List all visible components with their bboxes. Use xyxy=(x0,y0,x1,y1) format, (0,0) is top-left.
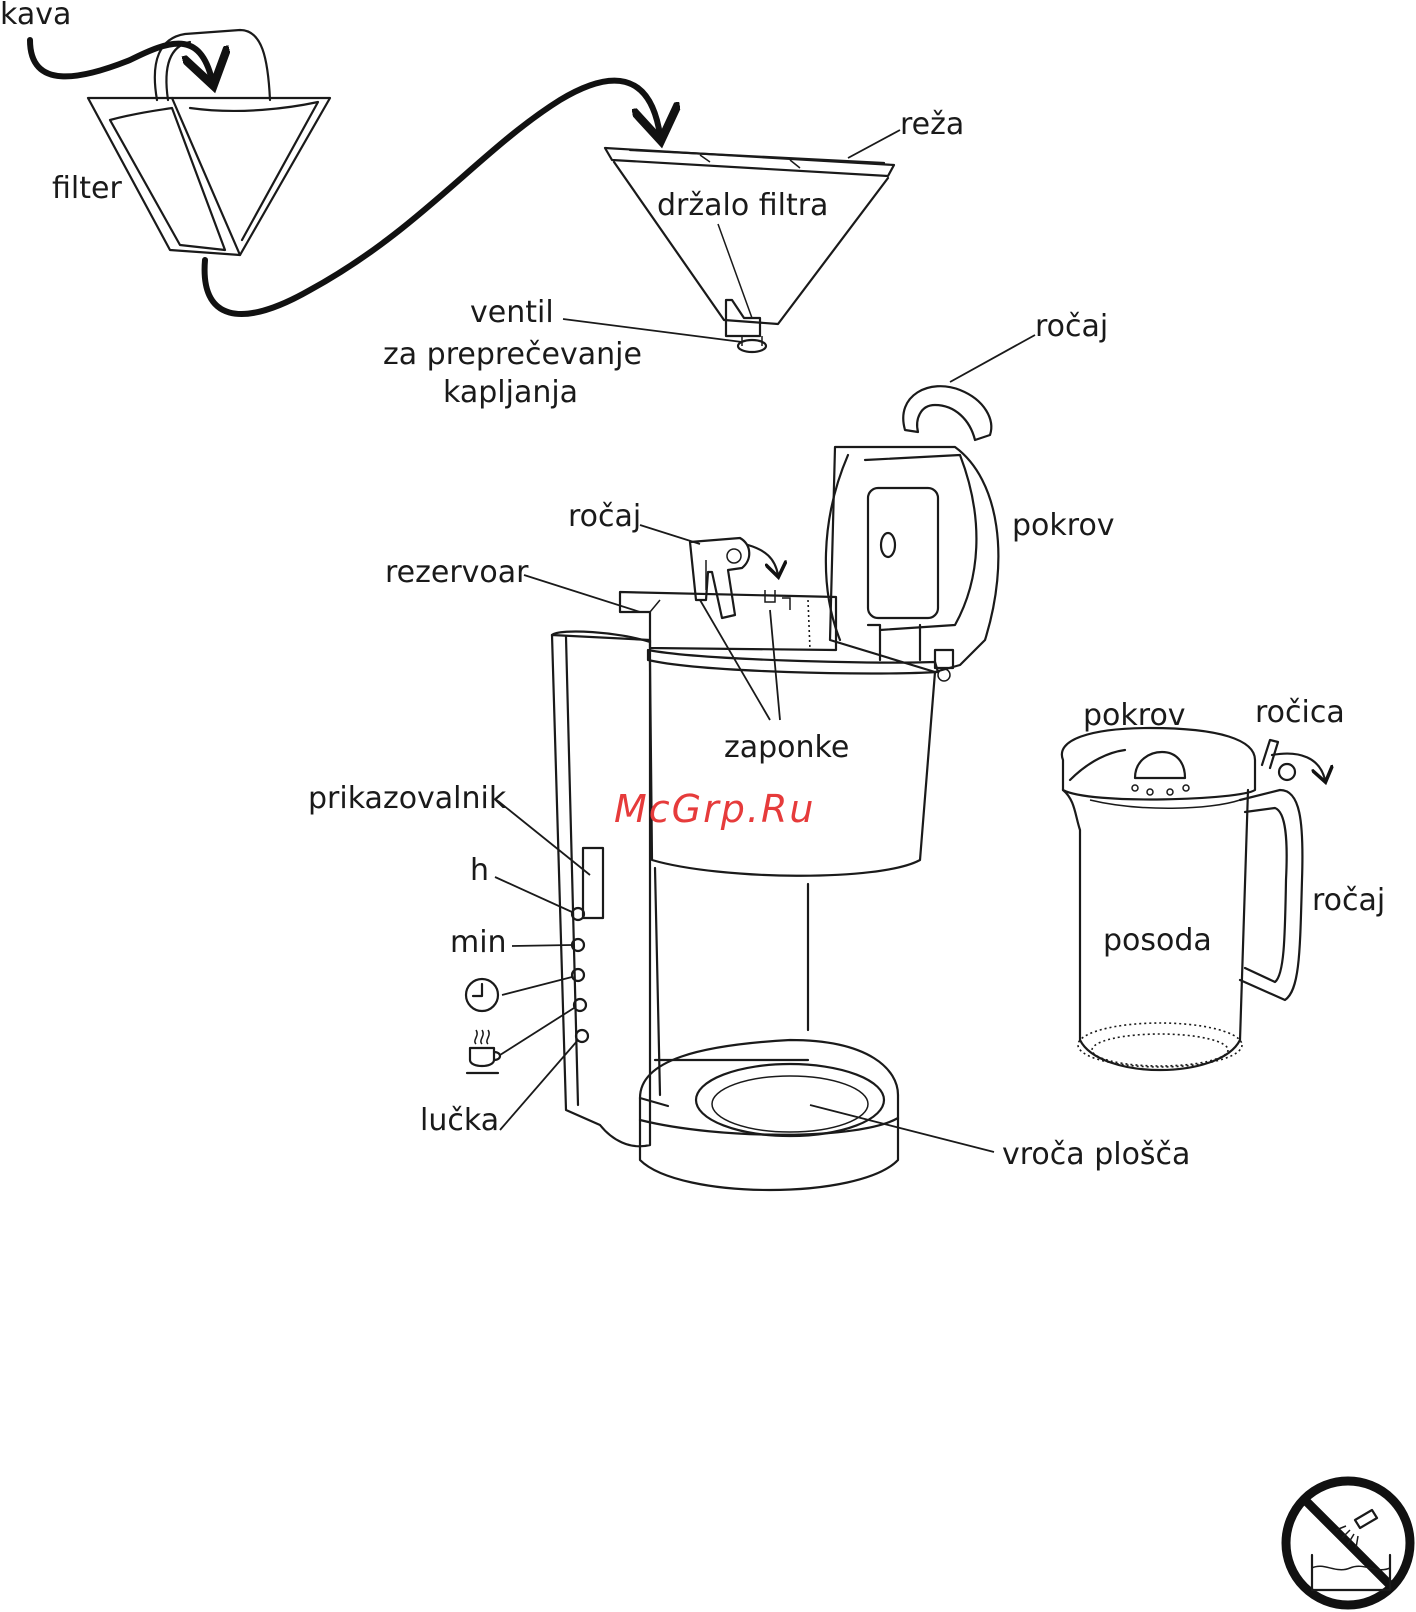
label-pokrov-machine: pokrov xyxy=(1012,508,1115,543)
label-h: h xyxy=(470,853,489,888)
label-filter: filter xyxy=(52,171,122,206)
label-reza: reža xyxy=(900,107,964,142)
label-pokrov-jug: pokrov xyxy=(1083,698,1186,733)
label-min: min xyxy=(450,925,507,960)
label-ventil-1: ventil xyxy=(470,295,554,330)
label-vroca-plosca: vroča plošča xyxy=(1002,1137,1190,1172)
no-dishwasher-icon xyxy=(1286,1481,1410,1605)
label-lucka: lučka xyxy=(420,1103,499,1138)
label-drzalo-filtra: držalo filtra xyxy=(657,188,828,223)
label-rocaj-switch: ročaj xyxy=(568,499,641,534)
watermark: McGrp.Ru xyxy=(614,787,815,831)
label-rocaj-lid: ročaj xyxy=(1035,309,1108,344)
label-rocica: ročica xyxy=(1255,695,1345,730)
filter-holder xyxy=(605,148,894,352)
label-ventil-2: za preprečevanje xyxy=(383,337,642,372)
label-kava: kava xyxy=(0,0,71,32)
clock-icon xyxy=(466,979,498,1011)
insertion-arrow xyxy=(30,40,660,314)
display-panel xyxy=(583,848,603,918)
label-rezervoar: rezervoar xyxy=(385,555,529,590)
carafe xyxy=(1062,728,1325,1070)
label-ventil-3: kapljanja xyxy=(443,375,578,410)
cup-icon xyxy=(467,1030,500,1073)
label-prikazovalnik: prikazovalnik xyxy=(308,781,507,816)
label-zaponke: zaponke xyxy=(724,730,849,765)
label-posoda: posoda xyxy=(1103,923,1212,958)
label-rocaj-jug: ročaj xyxy=(1312,883,1385,918)
